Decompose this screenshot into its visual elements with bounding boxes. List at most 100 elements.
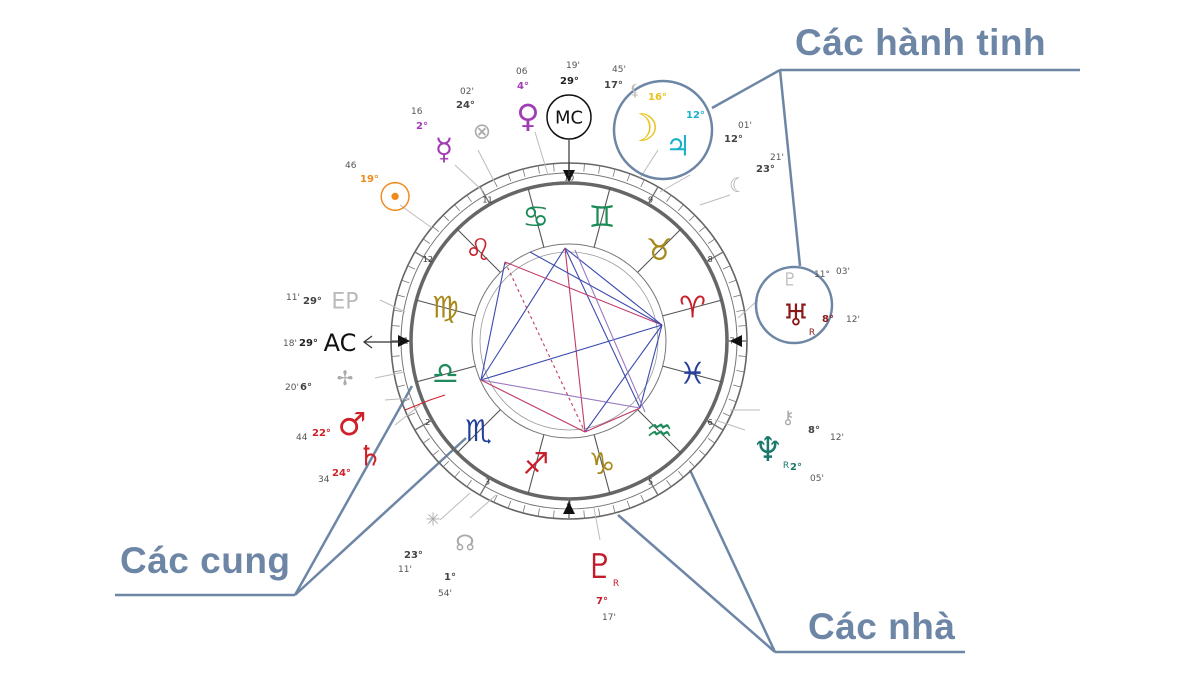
degree-tick <box>493 494 498 503</box>
virgo-icon: ♍ <box>432 290 459 325</box>
degree-tick <box>479 477 491 496</box>
pluto-icon: ♇ <box>585 547 615 587</box>
degree-ticks <box>391 163 747 519</box>
aries-icon: ♈ <box>679 290 706 325</box>
right-degrees-2: 23° <box>756 164 775 175</box>
degree-tick <box>640 179 645 188</box>
degree-tick <box>553 510 555 519</box>
ep-degrees: 29° <box>303 296 322 307</box>
leo-icon: ♌ <box>465 233 492 268</box>
planet-highlight-circles <box>612 79 834 345</box>
right-minutes-2: 21' <box>770 153 784 163</box>
degree-tick <box>698 449 706 456</box>
degree-tick <box>442 460 450 468</box>
mars-degrees: 22° <box>312 428 331 439</box>
house-number: 6 <box>708 418 713 427</box>
uranus-icon: ♅ <box>783 299 810 334</box>
degree-tick <box>401 279 410 284</box>
degree-labels: 19' 29° 06 4° 02' 24° 16 2° 46 19° 45' 1… <box>283 61 860 623</box>
degree-tick <box>722 265 731 270</box>
degree-tick <box>647 186 659 205</box>
moon-node-icon: ☾ <box>729 173 747 197</box>
pluto-alt-minutes: 03' <box>836 267 850 277</box>
degree-tick <box>612 168 616 177</box>
house-numbers: 109876543211211 <box>403 174 734 509</box>
degree-tick <box>393 309 402 312</box>
house-divider <box>593 434 611 494</box>
house-divider <box>456 409 501 454</box>
degree-tick <box>733 384 742 388</box>
degree-tick <box>738 325 747 327</box>
sun-icon: ☉ <box>377 175 413 221</box>
degree-tick <box>705 251 724 263</box>
degree-tick <box>507 500 512 509</box>
degree-tick <box>705 419 724 431</box>
axis-markers <box>363 140 742 514</box>
degree-tick <box>677 470 684 478</box>
pluto-alt-degrees: 11° <box>814 270 830 280</box>
pof-degrees: 24° <box>456 100 475 111</box>
pluto-alt-icon: ♇ <box>782 270 798 291</box>
lilith-icon: ⚸ <box>629 81 641 100</box>
right-degrees-1: 12° <box>724 134 743 145</box>
degree-tick <box>522 168 526 177</box>
degree-tick <box>626 500 631 509</box>
mc-marker: MC <box>546 94 592 140</box>
venus-icon: ♀ <box>516 97 539 135</box>
uranus-minutes: 12' <box>846 315 860 325</box>
cancer-icon: ♋ <box>522 200 549 235</box>
degree-tick <box>537 165 540 174</box>
mc-label: MC <box>555 108 583 129</box>
mercury-minutes: 16 <box>411 107 423 117</box>
ep-minutes: 11' <box>286 293 300 303</box>
top-degrees: 17° <box>604 80 623 91</box>
sun-degrees: 19° <box>360 174 379 185</box>
mercury-degrees: 2° <box>416 121 428 132</box>
degree-tick <box>537 508 540 517</box>
house-divider <box>662 365 722 383</box>
house-divider <box>662 299 722 317</box>
degree-tick <box>598 508 601 517</box>
ac-minutes: 18' <box>283 339 297 349</box>
degree-tick <box>522 505 526 514</box>
neptune-degrees: 2° <box>790 462 802 473</box>
pluto-minutes: 17' <box>602 613 616 623</box>
planets-callout: Các hành tinh <box>795 22 1047 63</box>
pluto-retro: R <box>613 579 619 589</box>
degree-tick <box>728 398 737 403</box>
right-minutes-1: 01' <box>738 121 752 131</box>
planet-pointers <box>374 131 760 541</box>
aspect-lines <box>480 247 663 433</box>
degree-tick <box>728 279 737 284</box>
degree-tick <box>733 294 742 298</box>
ac-label: AC <box>324 329 357 357</box>
aquarius-icon: ♒ <box>646 414 673 449</box>
degree-tick <box>640 494 645 503</box>
pof-minutes: 02' <box>460 87 474 97</box>
degree-tick <box>688 460 696 468</box>
degree-tick <box>666 480 672 488</box>
degree-tick <box>553 163 555 172</box>
degree-tick <box>391 355 400 357</box>
vertex-degrees: 23° <box>404 550 423 561</box>
scorpio-icon: ♏ <box>465 414 492 449</box>
node-degrees: 1° <box>444 572 456 583</box>
jupiter-degrees: 12° <box>686 110 705 121</box>
degree-tick <box>393 370 402 373</box>
degree-tick <box>422 438 430 444</box>
degree-tick <box>583 510 585 519</box>
neptune-retro: R <box>783 461 789 471</box>
degree-tick <box>688 214 696 222</box>
chiron-degrees: 8° <box>808 425 820 436</box>
sun-minutes: 46 <box>345 161 357 171</box>
pluto-degrees: 7° <box>596 596 608 607</box>
degree-tick <box>391 325 400 327</box>
house-number: 12 <box>423 255 433 264</box>
mc-minutes: 19' <box>566 61 580 71</box>
cross-icon: ✢ <box>337 366 354 390</box>
node-icon: ☊ <box>455 532 475 557</box>
taurus-icon: ♉ <box>646 233 673 268</box>
degree-tick <box>407 412 416 417</box>
degree-tick <box>612 505 616 514</box>
degree-tick <box>626 173 631 182</box>
